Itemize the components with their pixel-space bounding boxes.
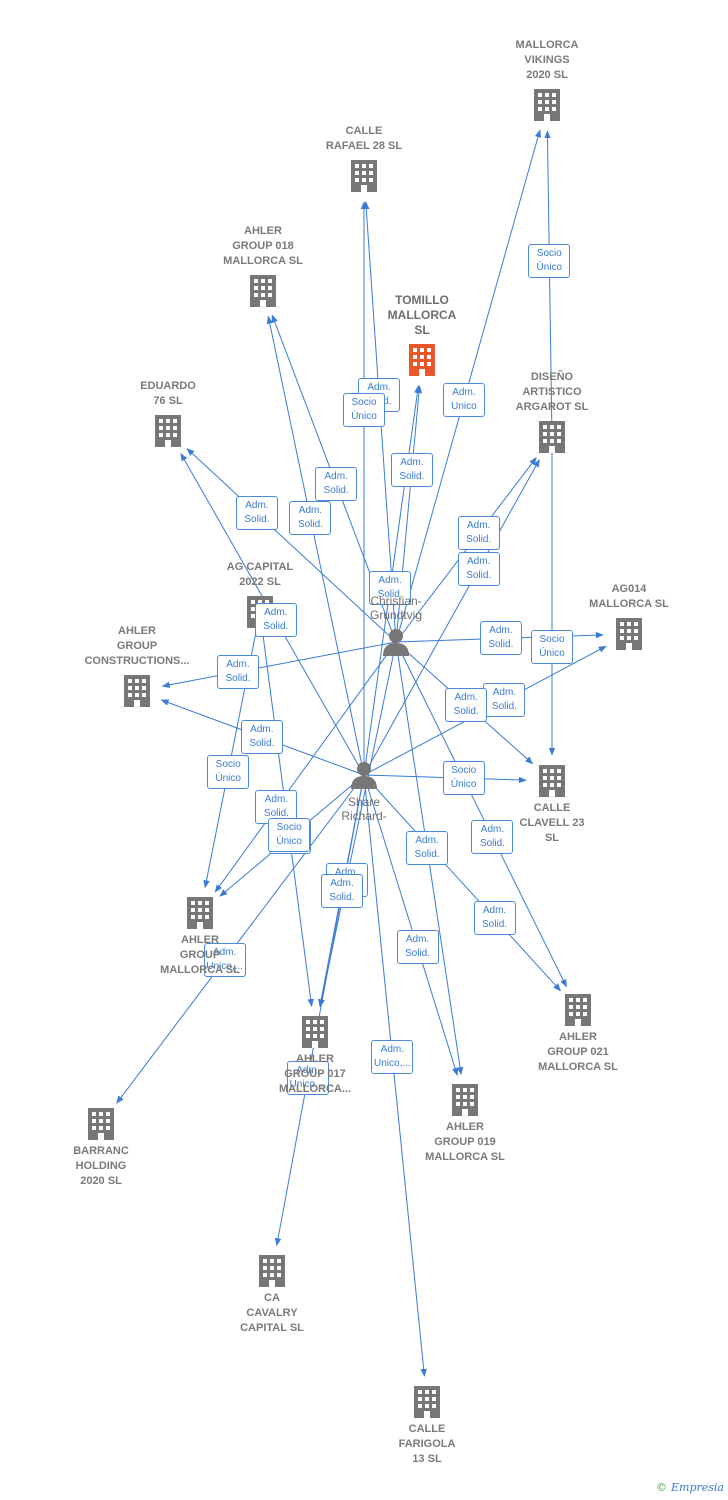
relation-label[interactable]: Adm. Solid. bbox=[479, 621, 522, 656]
building-icon[interactable] bbox=[534, 89, 560, 121]
company-label[interactable]: EDUARDO 76 SL bbox=[140, 380, 196, 407]
relation-label[interactable]: Adm. Solid. bbox=[396, 930, 439, 965]
building-icon[interactable] bbox=[155, 415, 181, 447]
building-icon[interactable] bbox=[351, 160, 377, 192]
relation-label[interactable]: Adm. Solid. bbox=[471, 820, 514, 855]
building-icon[interactable] bbox=[302, 1016, 328, 1048]
relation-edge bbox=[161, 641, 397, 688]
relation-label[interactable]: Adm. Solid. bbox=[457, 516, 500, 551]
relation-label[interactable]: Socio Único bbox=[531, 629, 573, 664]
building-icon[interactable] bbox=[414, 1386, 440, 1418]
relation-edge bbox=[116, 774, 365, 1104]
relation-label[interactable]: Adm. Solid. bbox=[445, 687, 488, 722]
relation-label[interactable]: Socio Único bbox=[343, 392, 385, 427]
company-label[interactable]: MALLORCA VIKINGS 2020 SL bbox=[515, 39, 579, 81]
relation-label[interactable]: Socio Único bbox=[528, 244, 571, 279]
relation-edge bbox=[186, 448, 397, 643]
nodes-layer bbox=[88, 89, 642, 1418]
company-label[interactable]: TOMILLO MALLORCA SL bbox=[387, 293, 457, 337]
building-icon[interactable] bbox=[409, 344, 435, 376]
company-label[interactable]: AG CAPITAL 2022 SL bbox=[226, 561, 294, 588]
relation-label[interactable]: Adm. Solid. bbox=[320, 873, 363, 908]
company-label[interactable]: CALLE CLAVELL 23 SL bbox=[519, 802, 585, 844]
relation-label[interactable]: Adm. Unico,... bbox=[371, 1040, 414, 1075]
building-icon[interactable] bbox=[539, 421, 565, 453]
copyright-icon: © bbox=[656, 1481, 667, 1494]
company-label[interactable]: DISEÑO ARTISTICO ARGAROT SL bbox=[515, 371, 589, 413]
brand-name: Empresia bbox=[671, 1481, 724, 1494]
relation-label[interactable]: Adm. Unico,... bbox=[286, 1060, 329, 1095]
company-label[interactable]: CA CAVALRY CAPITAL SL bbox=[240, 1292, 304, 1334]
building-icon[interactable] bbox=[124, 675, 150, 707]
building-icon[interactable] bbox=[187, 897, 213, 929]
building-icon[interactable] bbox=[565, 994, 591, 1026]
relation-label[interactable]: Adm. Solid. bbox=[217, 654, 259, 689]
relation-edge bbox=[544, 130, 553, 438]
company-label[interactable]: AHLER GROUP 018 MALLORCA SL bbox=[223, 225, 303, 267]
relation-label[interactable]: Adm. Solid. bbox=[457, 551, 500, 586]
relation-label[interactable]: Adm. Solid. bbox=[390, 452, 433, 487]
relation-label[interactable]: Adm. Solid. bbox=[473, 901, 516, 936]
relation-edge bbox=[395, 641, 567, 988]
relation-label[interactable]: Adm. Solid. bbox=[254, 603, 297, 638]
company-label[interactable]: BARRANC HOLDING 2020 SL bbox=[73, 1145, 129, 1187]
relation-edge bbox=[318, 641, 397, 1008]
building-icon[interactable] bbox=[250, 275, 276, 307]
building-icon[interactable] bbox=[452, 1084, 478, 1116]
relation-label[interactable]: Adm. Unico bbox=[442, 383, 485, 418]
relation-edge bbox=[363, 774, 562, 992]
person-label[interactable]: Christian- Grundtvig bbox=[369, 594, 423, 622]
relation-label[interactable]: Socio Único bbox=[207, 754, 250, 789]
relation-edge bbox=[214, 641, 397, 893]
company-label[interactable]: AHLER GROUP 019 MALLORCA SL bbox=[425, 1121, 505, 1163]
relation-label[interactable]: Adm. Solid. bbox=[369, 571, 412, 606]
building-icon[interactable] bbox=[539, 765, 565, 797]
relation-label[interactable]: Socio Único bbox=[442, 761, 485, 796]
building-icon[interactable] bbox=[88, 1108, 114, 1140]
company-label[interactable]: CALLE FARIGOLA 13 SL bbox=[398, 1423, 456, 1465]
relation-label[interactable]: Adm. Solid. bbox=[235, 496, 278, 531]
relation-label[interactable]: Socio Único bbox=[268, 817, 311, 852]
relation-label[interactable]: Adm. Solid. bbox=[406, 831, 449, 866]
brand-footer[interactable]: © Empresia bbox=[656, 1481, 724, 1494]
building-icon[interactable] bbox=[616, 618, 642, 650]
relation-label[interactable]: Adm. Solid. bbox=[315, 467, 358, 502]
person-label[interactable]: Share Richard- bbox=[341, 795, 387, 823]
relation-label[interactable]: Adm. Solid. bbox=[483, 683, 526, 718]
company-label[interactable]: AHLER GROUP 021 MALLORCA SL bbox=[538, 1031, 618, 1073]
relation-edge bbox=[363, 774, 427, 1377]
relation-edge bbox=[274, 774, 365, 1247]
company-label[interactable]: AHLER GROUP 017 MALLORCA... bbox=[278, 1053, 352, 1095]
relation-label[interactable]: Adm. Solid. bbox=[289, 501, 332, 536]
company-label[interactable]: CALLE RAFAEL 28 SL bbox=[325, 125, 403, 152]
company-label[interactable]: AHLER GROUP MALLORCA SL bbox=[160, 934, 240, 976]
company-label[interactable]: AG014 MALLORCA SL bbox=[589, 583, 669, 610]
relation-edge bbox=[363, 459, 540, 776]
relation-label[interactable]: Adm. Unico,... bbox=[203, 942, 246, 977]
relation-edge bbox=[363, 774, 459, 1076]
building-icon[interactable] bbox=[259, 1255, 285, 1287]
company-label[interactable]: AHLER GROUP CONSTRUCTIONS... bbox=[84, 625, 190, 667]
relation-edge bbox=[266, 315, 365, 776]
relation-label[interactable]: Adm. Solid. bbox=[240, 720, 283, 755]
